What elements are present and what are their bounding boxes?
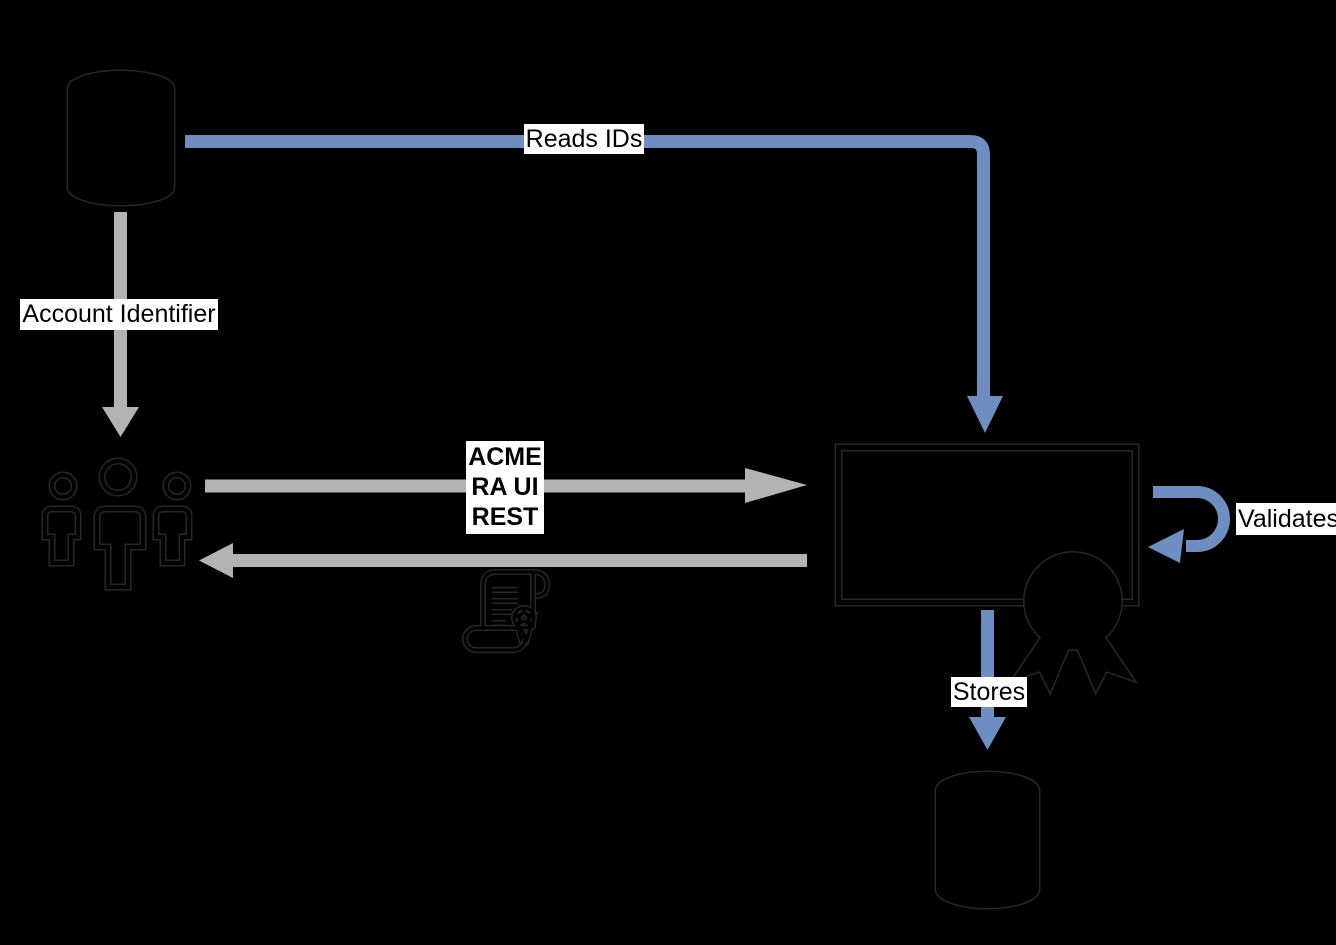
request-protocol-label-line1: ACME xyxy=(468,443,542,471)
users-group-icon xyxy=(45,461,189,587)
source-database-icon xyxy=(70,73,172,203)
validates-loop-arrow xyxy=(1148,486,1230,563)
request-protocol-label-line2: RA UI xyxy=(471,473,539,501)
award-ribbon-icon xyxy=(1018,555,1128,686)
account-identifier-label: Account Identifier xyxy=(20,299,218,330)
service-box xyxy=(834,443,1140,607)
target-database-icon xyxy=(938,774,1037,906)
certificate-scroll-icon xyxy=(465,572,547,650)
stores-label: Stores xyxy=(951,677,1027,707)
request-protocol-label-line3: REST xyxy=(471,503,539,531)
response-arrow xyxy=(199,543,807,578)
reads-ids-arrow xyxy=(185,135,1003,433)
validates-label: Validates xyxy=(1236,503,1336,535)
request-protocol-label: ACME RA UI REST xyxy=(466,441,544,534)
reads-ids-label: Reads IDs xyxy=(524,124,644,154)
